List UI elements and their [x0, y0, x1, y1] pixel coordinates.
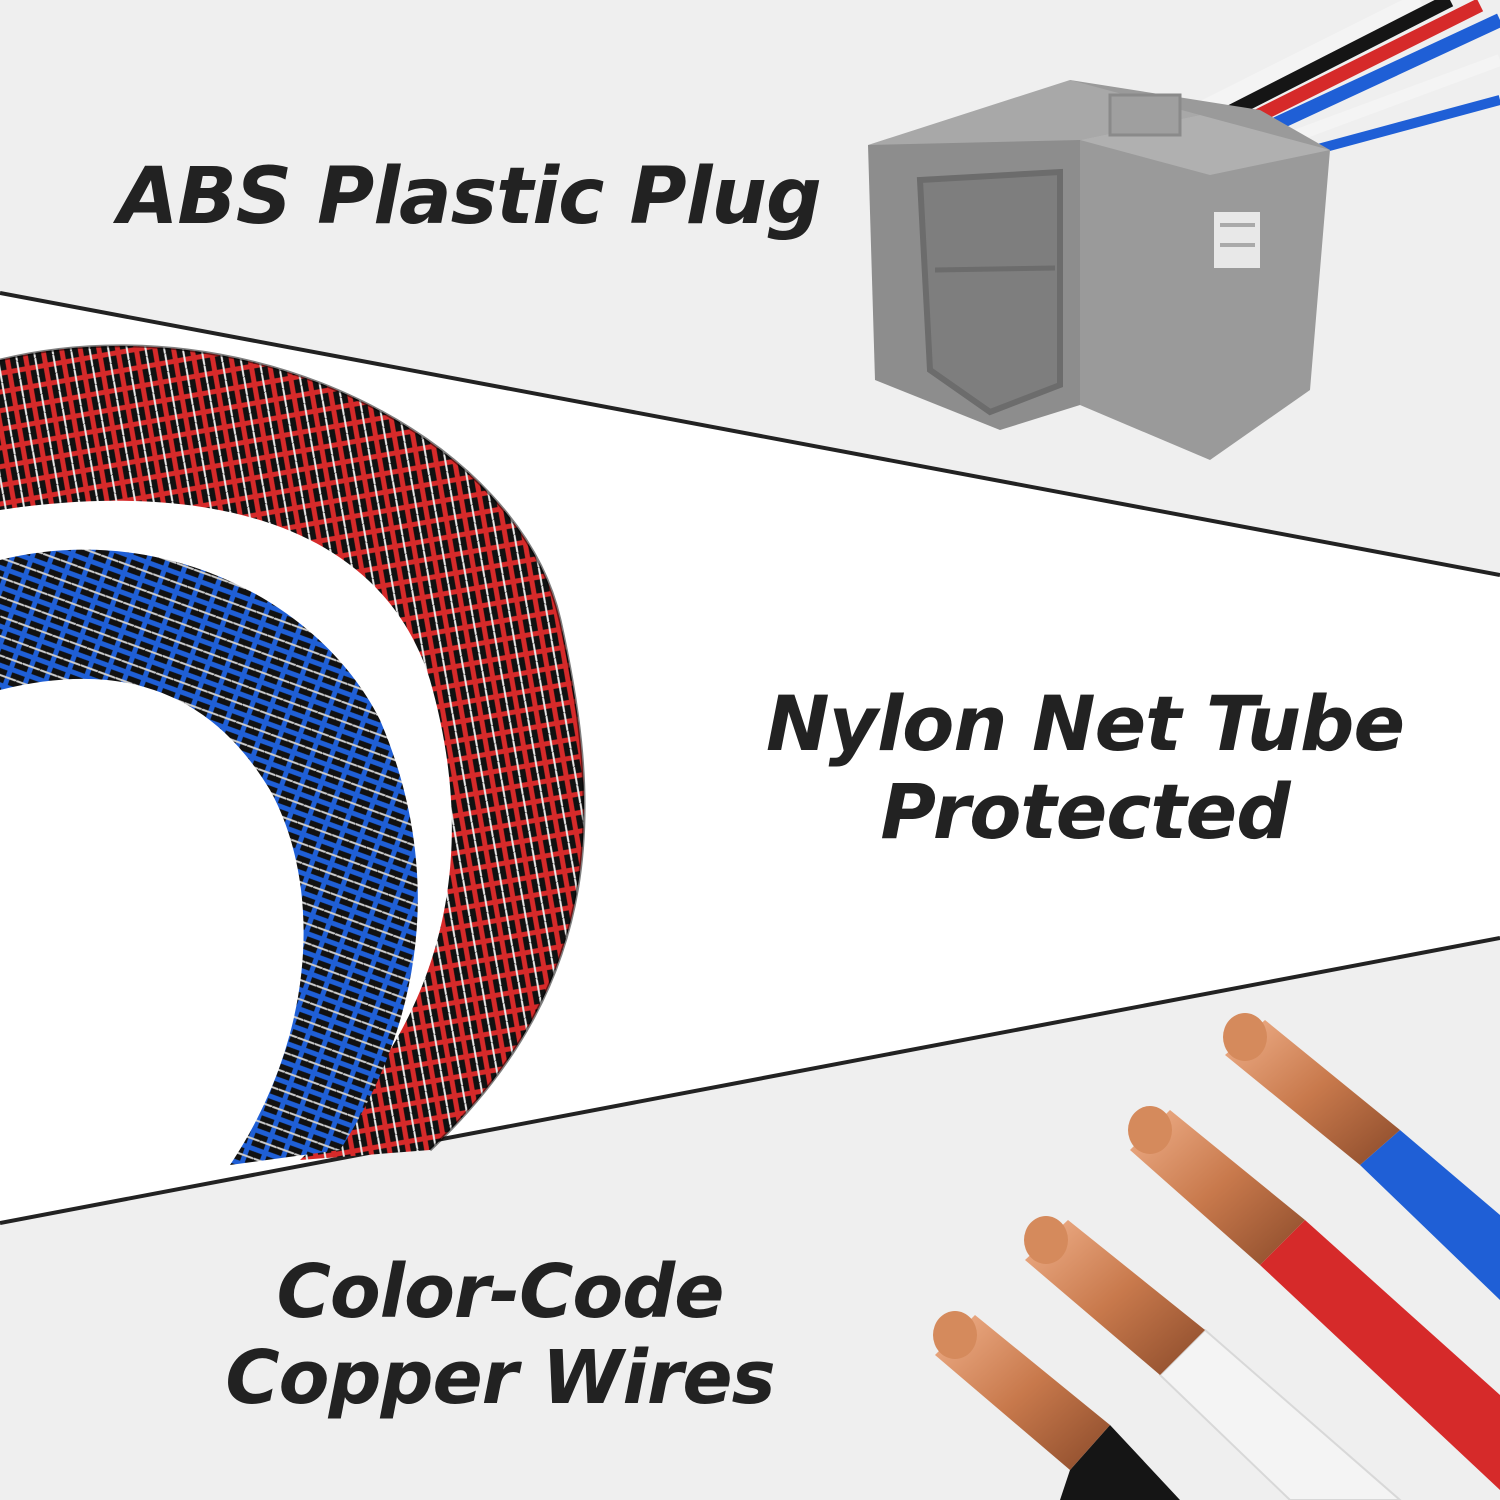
bottom-panel-bg — [0, 938, 1500, 1500]
cable-upper-strand — [0, 345, 585, 1160]
plug-body — [868, 80, 1330, 460]
copper-wires-feature-label: Color-Code Copper Wires — [200, 1255, 800, 1415]
wire-white — [1024, 1216, 1402, 1500]
net-label-line-1: Nylon Net Tube — [765, 679, 1405, 768]
net-tube-feature-label: Nylon Net Tube Protected — [760, 686, 1410, 850]
net-label-line-2: Protected — [880, 767, 1290, 856]
divider-upper — [0, 291, 1500, 577]
plug-feature-label: ABS Plastic Plug — [118, 152, 822, 242]
wire-blue — [1223, 1013, 1500, 1300]
cable-lower-strand — [0, 549, 418, 1165]
wire-red — [1128, 1106, 1500, 1490]
wire-black — [933, 1311, 1180, 1500]
plug-label-line-1: ABS Plastic Plug — [118, 152, 822, 242]
divider-lower — [0, 936, 1500, 1225]
wires-label-line-2: Copper Wires — [225, 1335, 775, 1421]
wires-label-line-1: Color-Code — [276, 1249, 725, 1335]
